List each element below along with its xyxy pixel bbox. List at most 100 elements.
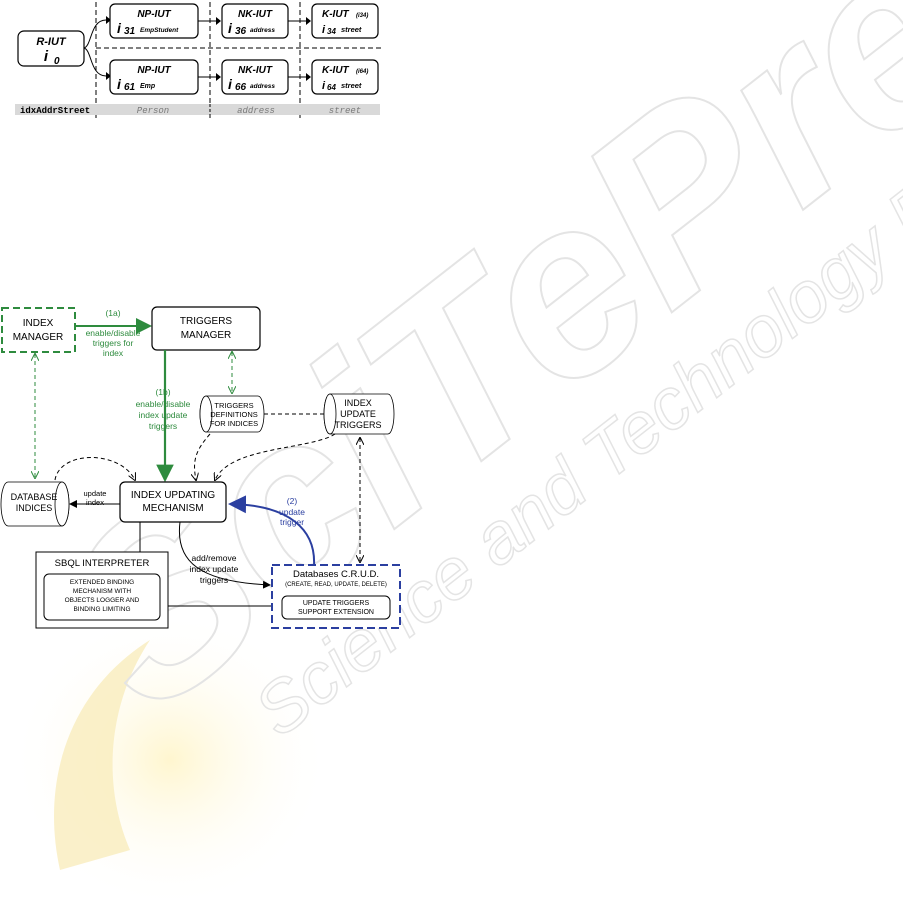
svg-text:(2): (2) bbox=[287, 496, 298, 506]
link-definitions-mechanism bbox=[195, 433, 211, 480]
arrow-head bbox=[216, 73, 221, 81]
arrow-head bbox=[216, 17, 221, 25]
index-update-triggers-store: INDEX UPDATE TRIGGERS bbox=[323, 393, 395, 435]
svg-text:(1b): (1b) bbox=[155, 387, 170, 397]
svg-text:trigger: trigger bbox=[280, 517, 304, 527]
np-iut-lower: NP-IUT i 61 Emp bbox=[109, 59, 199, 95]
svg-text:i: i bbox=[44, 48, 49, 65]
link-triggers-mechanism bbox=[215, 433, 336, 480]
triggers-manager-box: TRIGGERS MANAGER bbox=[151, 306, 261, 351]
svg-text:MECHANISM WITH: MECHANISM WITH bbox=[73, 588, 131, 595]
svg-text:66: 66 bbox=[235, 82, 247, 93]
svg-text:OBJECTS LOGGER AND: OBJECTS LOGGER AND bbox=[65, 597, 140, 604]
index-band bbox=[15, 104, 380, 115]
arrow-head bbox=[106, 72, 111, 80]
svg-text:address: address bbox=[250, 83, 275, 90]
svg-text:(i64): (i64) bbox=[356, 69, 368, 75]
svg-text:i: i bbox=[228, 20, 233, 36]
svg-text:update: update bbox=[279, 507, 305, 517]
label-update-index: update index bbox=[84, 489, 107, 507]
svg-text:R-IUT: R-IUT bbox=[36, 36, 67, 48]
svg-text:enable/disable: enable/disable bbox=[86, 328, 141, 338]
svg-text:0: 0 bbox=[54, 56, 60, 67]
svg-text:i: i bbox=[322, 80, 326, 92]
svg-text:TRIGGERS: TRIGGERS bbox=[334, 420, 381, 430]
svg-text:64: 64 bbox=[327, 83, 336, 92]
root-branch-upper bbox=[83, 19, 107, 49]
link-indices-loop bbox=[54, 457, 135, 481]
svg-text:SUPPORT EXTENSION: SUPPORT EXTENSION bbox=[298, 609, 374, 616]
svg-text:NP-IUT: NP-IUT bbox=[137, 9, 171, 20]
svg-text:BINDING LIMITING: BINDING LIMITING bbox=[73, 606, 130, 613]
label-1a: (1a) enable/disable triggers for index bbox=[86, 308, 141, 358]
watermark-logo-glow bbox=[10, 610, 330, 910]
svg-text:SBQL INTERPRETER: SBQL INTERPRETER bbox=[55, 558, 150, 569]
sbql-interpreter-box: SBQL INTERPRETER EXTENDED BINDING MECHAN… bbox=[35, 551, 169, 629]
svg-text:INDICES: INDICES bbox=[16, 503, 53, 513]
svg-text:Emp: Emp bbox=[140, 83, 156, 90]
svg-text:street: street bbox=[341, 81, 362, 90]
svg-text:UPDATE: UPDATE bbox=[340, 409, 376, 419]
root-branch-lower bbox=[83, 47, 107, 77]
svg-text:K-IUT: K-IUT bbox=[322, 65, 350, 76]
watermark-logo-swoosh bbox=[54, 640, 150, 870]
arrow-add-remove bbox=[178, 521, 271, 589]
svg-text:TRIGGERS: TRIGGERS bbox=[214, 401, 253, 410]
svg-text:enable/disable: enable/disable bbox=[136, 399, 191, 409]
svg-text:DATABASE: DATABASE bbox=[11, 492, 58, 502]
svg-text:(1a): (1a) bbox=[105, 308, 120, 318]
svg-text:triggers for: triggers for bbox=[93, 338, 134, 348]
svg-text:MANAGER: MANAGER bbox=[181, 330, 232, 341]
nk-iut-lower: NK-IUT i 66 address bbox=[221, 59, 289, 95]
label-add-remove: add/remove index update triggers bbox=[190, 553, 239, 585]
k-iut-lower: K-IUT (i64) i 64 street bbox=[311, 59, 379, 95]
svg-text:address: address bbox=[250, 27, 275, 34]
svg-text:INDEX: INDEX bbox=[23, 318, 54, 329]
arrow-2-update-trigger bbox=[228, 495, 316, 567]
svg-text:UPDATE TRIGGERS: UPDATE TRIGGERS bbox=[303, 600, 370, 607]
k-iut-upper: K-IUT (i34) i 34 street bbox=[311, 3, 379, 39]
svg-text:update: update bbox=[84, 489, 107, 498]
svg-text:triggers: triggers bbox=[200, 575, 228, 585]
iut-tree-figure: R-IUT i 0 NP-IUT i 31 EmpStudent NK-IUT … bbox=[15, 2, 382, 118]
svg-text:EXTENDED BINDING: EXTENDED BINDING bbox=[70, 579, 134, 586]
index-updating-mechanism-box: INDEX UPDATING MECHANISM bbox=[119, 481, 227, 523]
label-1b: (1b) enable/disable index update trigger… bbox=[136, 387, 191, 431]
svg-text:61: 61 bbox=[124, 82, 136, 93]
trigger-definitions-store: TRIGGERS DEFINITIONS FOR INDICES bbox=[199, 395, 265, 433]
index-manager-box: INDEX MANAGER bbox=[1, 307, 76, 353]
svg-text:index update: index update bbox=[190, 564, 239, 574]
svg-text:NK-IUT: NK-IUT bbox=[238, 65, 273, 76]
architecture-figure: INDEX MANAGER (1a) enable/disable trigge… bbox=[0, 306, 401, 629]
root-node: R-IUT i 0 bbox=[17, 30, 85, 67]
svg-text:street: street bbox=[341, 25, 362, 34]
svg-text:EmpStudent: EmpStudent bbox=[140, 27, 179, 34]
svg-text:DEFINITIONS: DEFINITIONS bbox=[210, 410, 258, 419]
svg-text:add/remove: add/remove bbox=[192, 553, 237, 563]
nk-iut-upper: NK-IUT i 36 address bbox=[221, 3, 289, 39]
svg-text:NK-IUT: NK-IUT bbox=[238, 9, 273, 20]
svg-text:Databases C.R.U.D.: Databases C.R.U.D. bbox=[293, 569, 379, 580]
svg-text:index update: index update bbox=[139, 410, 188, 420]
svg-text:i: i bbox=[322, 24, 326, 36]
svg-text:index: index bbox=[86, 498, 104, 507]
svg-text:index: index bbox=[103, 348, 124, 358]
svg-text:i: i bbox=[117, 20, 122, 36]
arrow-head bbox=[106, 16, 111, 24]
svg-text:(CREATE, READ, UPDATE, DELETE): (CREATE, READ, UPDATE, DELETE) bbox=[285, 582, 387, 588]
svg-text:MECHANISM: MECHANISM bbox=[142, 503, 203, 514]
svg-text:INDEX: INDEX bbox=[344, 398, 372, 408]
svg-text:i: i bbox=[228, 76, 233, 92]
svg-text:FOR INDICES: FOR INDICES bbox=[210, 419, 258, 428]
svg-text:36: 36 bbox=[235, 26, 247, 37]
arrow-head bbox=[306, 73, 311, 81]
svg-text:TRIGGERS: TRIGGERS bbox=[180, 316, 233, 327]
svg-text:MANAGER: MANAGER bbox=[13, 332, 64, 343]
label-2: (2) update trigger bbox=[279, 496, 305, 527]
svg-text:NP-IUT: NP-IUT bbox=[137, 65, 171, 76]
svg-text:34: 34 bbox=[327, 27, 336, 36]
svg-text:(i34): (i34) bbox=[356, 13, 368, 19]
band-column-address: address bbox=[237, 106, 275, 116]
database-indices-store: DATABASE INDICES bbox=[0, 481, 70, 527]
band-column-street: street bbox=[329, 106, 361, 116]
